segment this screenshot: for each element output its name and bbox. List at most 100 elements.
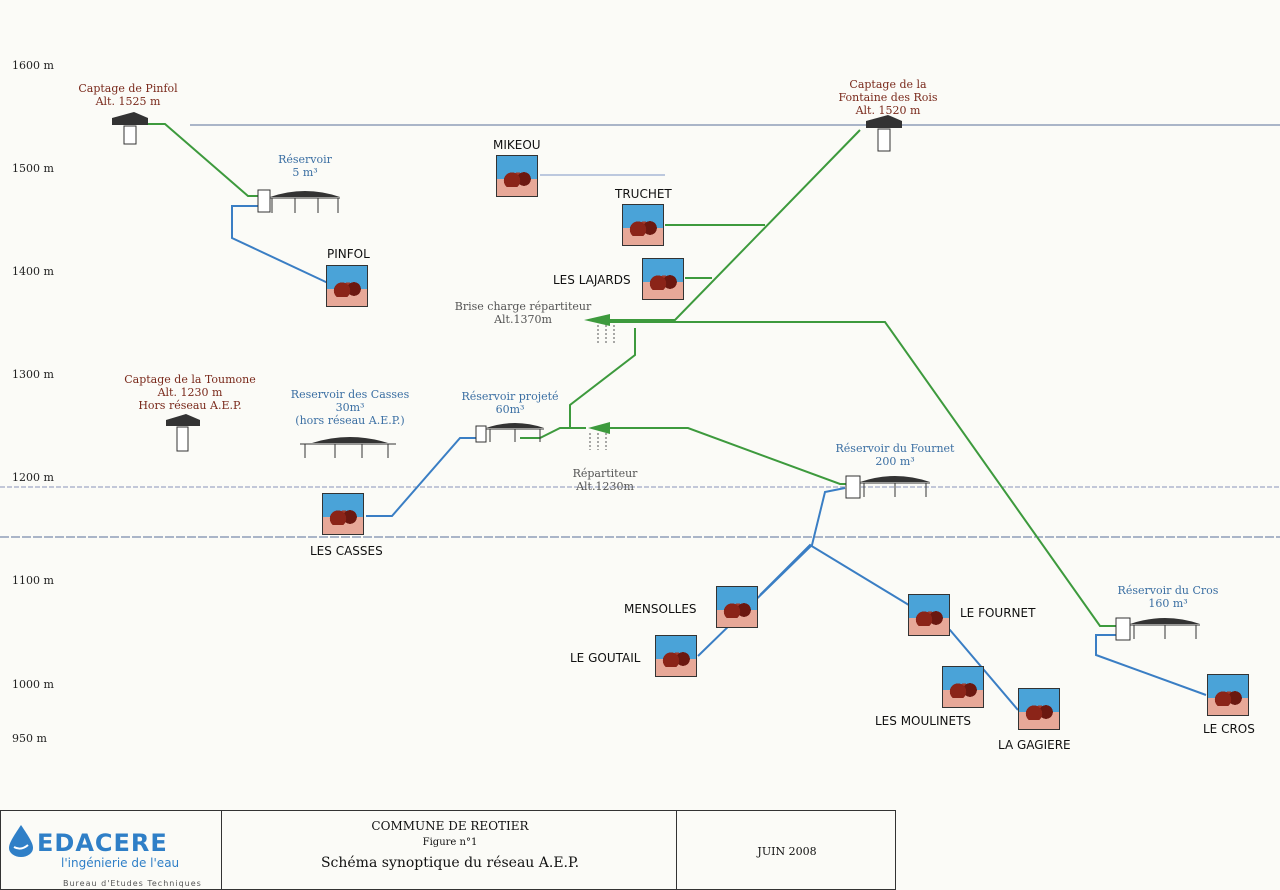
reservoir-casses-note: (hors réseau A.E.P.) <box>295 414 405 427</box>
logo-name: EDACERE <box>37 829 168 857</box>
reservoir-cros-volume: 160 m³ <box>1148 597 1188 610</box>
altitude-label-1000: 1000 m <box>12 678 54 691</box>
village-moulinets-icon <box>942 666 984 708</box>
reservoir-casses-volume: 30m³ <box>335 401 365 414</box>
reservoir-projete-label: Réservoir projeté 60m³ <box>455 390 565 416</box>
village-truchet-icon <box>622 204 664 246</box>
source-pinfol-alt: Alt. 1525 m <box>95 95 161 108</box>
source-toumone-name: Captage de la Toumone <box>124 373 256 386</box>
reservoir-fournet-volume: 200 m³ <box>875 455 915 468</box>
village-mikeou-icon <box>496 155 538 197</box>
captage-toumone-glyph <box>166 414 200 452</box>
source-toumone-label: Captage de la Toumone Alt. 1230 m Hors r… <box>120 373 260 412</box>
village-goutail-icon <box>655 635 697 677</box>
village-gagiere-label: LA GAGIERE <box>998 738 1071 752</box>
brise-charge-glyph <box>597 325 615 345</box>
reservoir-projete-glyph <box>475 423 544 443</box>
altitude-label-1200: 1200 m <box>12 471 54 484</box>
brise-charge-alt: Alt.1370m <box>494 313 552 326</box>
brise-charge-label: Brise charge répartiteur Alt.1370m <box>448 300 598 326</box>
reservoir-pinfol-glyph <box>257 189 340 213</box>
village-fournet-icon <box>908 594 950 636</box>
logo-tagline: l'ingénierie de l'eau <box>61 856 180 870</box>
altitude-label-1100: 1100 m <box>12 574 54 587</box>
pipe-repartiteur-to-fournet <box>610 427 848 485</box>
source-toumone-note: Hors réseau A.E.P. <box>138 399 242 412</box>
village-pinfol-icon <box>326 265 368 307</box>
village-gagiere-icon <box>1018 688 1060 730</box>
pipe-fournet-to-villages <box>759 543 1019 711</box>
source-fontaine-alt: Alt. 1520 m <box>855 104 921 117</box>
reservoir-pinfol-name: Réservoir <box>278 153 332 166</box>
repartiteur-label: Répartiteur Alt.1230m <box>560 467 650 493</box>
source-fontaine-label: Captage de la Fontaine des Rois Alt. 152… <box>828 78 948 117</box>
village-pinfol-label: PINFOL <box>327 247 370 261</box>
reservoir-fournet-name: Réservoir du Fournet <box>835 442 955 455</box>
captage-pinfol-glyph <box>112 112 148 145</box>
village-lajards-icon <box>642 258 684 300</box>
village-mensolles-icon <box>716 586 758 628</box>
logo-cell: EDACERE l'ingénierie de l'eau Bureau d'E… <box>0 810 222 890</box>
captage-fontaine-glyph <box>866 115 902 152</box>
village-cros-label: LE CROS <box>1203 722 1255 736</box>
source-pinfol-name: Captage de Pinfol <box>78 82 178 95</box>
pipe-pinfol-source <box>148 123 262 197</box>
commune-name: COMMUNE DE REOTIER <box>371 819 529 833</box>
village-casses-icon <box>322 493 364 535</box>
source-fontaine-name-2: Fontaine des Rois <box>838 91 938 104</box>
pipes-svg <box>0 112 1280 711</box>
logo-sub: Bureau d'Etudes Techniques <box>63 879 202 888</box>
water-drop-icon <box>9 825 33 857</box>
pipe-brise-to-repartiteur <box>569 328 636 429</box>
source-fontaine-name-1: Captage de la <box>849 78 927 91</box>
village-goutail-label: LE GOUTAIL <box>570 651 641 665</box>
repartiteur-glyph <box>589 433 607 450</box>
date-cell: JUIN 2008 <box>676 810 896 890</box>
source-pinfol-label: Captage de Pinfol Alt. 1525 m <box>78 82 178 108</box>
altitude-label-1500: 1500 m <box>12 162 54 175</box>
village-casses-label: LES CASSES <box>310 544 383 558</box>
reservoir-projete-volume: 60m³ <box>495 403 525 416</box>
reservoir-cros-name: Réservoir du Cros <box>1117 584 1219 597</box>
altitude-label-950: 950 m <box>12 732 47 745</box>
arrow-brise <box>584 314 610 326</box>
pipe-fournet-to-goutail <box>697 487 846 657</box>
altitude-label-1400: 1400 m <box>12 265 54 278</box>
diagram-title: Schéma synoptique du réseau A.E.P. <box>320 855 580 871</box>
village-mensolles-label: MENSOLLES <box>624 602 697 616</box>
reservoir-pinfol-volume: 5 m³ <box>292 166 318 179</box>
source-toumone-alt: Alt. 1230 m <box>157 386 223 399</box>
repartiteur-name: Répartiteur <box>572 467 638 480</box>
brise-charge-name: Brise charge répartiteur <box>454 300 592 313</box>
reservoir-pinfol-label: Réservoir 5 m³ <box>270 153 340 179</box>
pipe-reservoir-to-pinfol <box>231 205 329 284</box>
reservoir-fournet-glyph <box>845 475 930 499</box>
reservoir-cros-glyph <box>1115 617 1200 641</box>
title-block: EDACERE l'ingénierie de l'eau Bureau d'E… <box>0 810 1280 890</box>
reservoir-casses-glyph <box>300 437 396 458</box>
reservoir-fournet-label: Réservoir du Fournet 200 m³ <box>835 442 955 468</box>
village-lajards-label: LES LAJARDS <box>553 273 631 287</box>
altitude-label-1600: 1600 m <box>12 59 54 72</box>
pipe-projete-to-casses <box>366 437 478 517</box>
village-fournet-label: LE FOURNET <box>960 606 1036 620</box>
reservoir-projete-name: Réservoir projeté <box>461 390 559 403</box>
village-mikeou-label: MIKEOU <box>493 138 541 152</box>
altitude-label-1300: 1300 m <box>12 368 54 381</box>
pipe-cros <box>1095 634 1207 696</box>
reservoir-cros-label: Réservoir du Cros 160 m³ <box>1108 584 1228 610</box>
arrow-repartiteur <box>588 422 610 434</box>
reservoir-casses-name: Reservoir des Casses <box>290 388 410 401</box>
village-cros-icon <box>1207 674 1249 716</box>
repartiteur-alt: Alt.1230m <box>576 480 634 493</box>
reservoir-casses-label: Reservoir des Casses 30m³ (hors réseau A… <box>285 388 415 427</box>
pipe-brise-to-cros <box>610 321 1118 627</box>
village-moulinets-label: LES MOULINETS <box>875 714 972 728</box>
diagram-date: JUIN 2008 <box>757 845 817 858</box>
village-truchet-label: TRUCHET <box>615 187 672 201</box>
pipe-repartiteur-to-projete <box>520 427 586 439</box>
title-cell: COMMUNE DE REOTIER Figure n°1 Schéma syn… <box>221 810 677 890</box>
pipe-fontaine-to-brise <box>610 129 861 321</box>
figure-number: Figure n°1 <box>422 837 478 848</box>
